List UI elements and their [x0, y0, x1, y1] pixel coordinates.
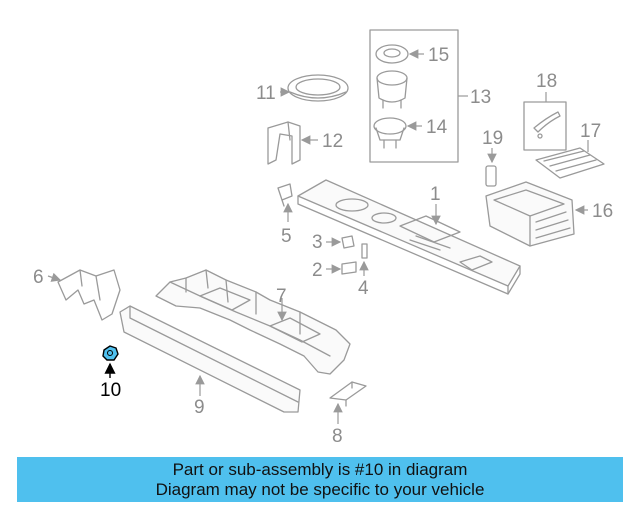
label-18: 18: [536, 71, 557, 92]
banner-line-2: Diagram may not be specific to your vehi…: [155, 480, 485, 499]
info-banner: Part or sub-assembly is #10 in diagram D…: [17, 457, 623, 502]
part-14-insert[interactable]: [373, 117, 407, 149]
label-6: 6: [33, 267, 44, 288]
label-11: 11: [256, 83, 276, 104]
part-6-bracket[interactable]: [57, 269, 121, 321]
part-7-console-frame[interactable]: [155, 269, 351, 375]
label-7: 7: [276, 286, 287, 307]
part-12-bracket[interactable]: [267, 121, 301, 165]
label-3: 3: [312, 232, 323, 253]
part-19-clip[interactable]: [485, 165, 497, 187]
part-10-nut-highlighted[interactable]: [102, 345, 119, 361]
part-17-mat[interactable]: [535, 147, 605, 179]
part-8-bracket[interactable]: [329, 381, 367, 407]
label-8: 8: [332, 426, 343, 447]
part-15-lid[interactable]: [375, 44, 409, 64]
part-2-clip[interactable]: [341, 261, 357, 275]
label-4: 4: [358, 278, 369, 299]
label-17: 17: [580, 121, 601, 142]
label-9: 9: [194, 397, 205, 418]
label-15: 15: [428, 45, 449, 66]
part-5-bracket[interactable]: [277, 183, 293, 207]
label-1: 1: [430, 184, 441, 205]
label-19: 19: [482, 128, 503, 149]
label-12: 12: [322, 131, 343, 152]
part-11-trim-ring[interactable]: [287, 74, 349, 102]
banner-line-1: Part or sub-assembly is #10 in diagram: [172, 460, 468, 479]
label-2: 2: [312, 260, 323, 281]
part-18-box[interactable]: [523, 101, 567, 151]
part-16-storage-bin[interactable]: [485, 181, 575, 247]
part-3-clip[interactable]: [341, 235, 355, 249]
label-5: 5: [281, 226, 292, 247]
label-14: 14: [426, 117, 448, 138]
part-1-console-top-panel[interactable]: [297, 179, 521, 295]
part-9-side-panel[interactable]: [119, 305, 301, 413]
label-16: 16: [592, 201, 613, 222]
part-4-pin[interactable]: [361, 243, 368, 259]
part-13-cup-body: [376, 70, 408, 109]
label-13: 13: [470, 87, 491, 108]
label-10: 10: [100, 380, 121, 401]
leader-6: [47, 272, 62, 282]
